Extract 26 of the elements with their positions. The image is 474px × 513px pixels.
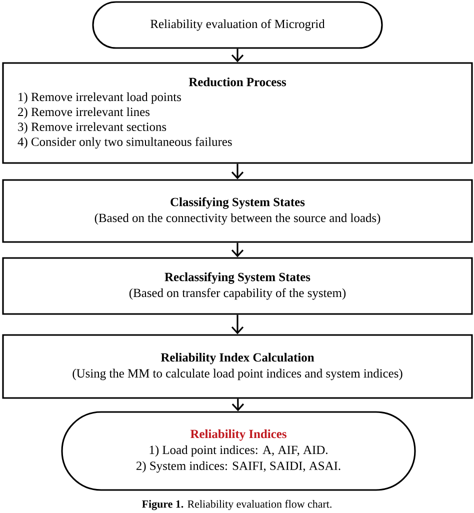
list-item: 2) Remove irrelevant lines	[18, 107, 150, 119]
start-label: Reliability evaluation of Microgrid	[150, 19, 325, 31]
figure-caption: Figure 1. Reliability evaluation flow chart.	[142, 500, 332, 510]
end-terminal	[61, 411, 416, 491]
box-description: (Based on transfer capability of the system)	[129, 288, 346, 300]
box-title: Reduction Process	[188, 77, 286, 86]
box-title: Reclassifying System States	[164, 272, 310, 284]
box-description: (Based on the connectivity between the source and loads)	[94, 213, 380, 225]
process-box	[2, 257, 473, 315]
process-box	[2, 179, 473, 243]
arrow	[231, 164, 244, 180]
list-item: 2) System indices: SAIFI, SAIDI, ASAI.	[136, 461, 340, 473]
arrow	[231, 242, 244, 258]
list-item: 3) Remove irrelevant sections	[18, 122, 166, 134]
arrow	[231, 314, 244, 334]
box-description: (Using the MM to calculate load point indices and system indices)	[72, 368, 402, 380]
arrow	[231, 48, 244, 62]
list-item: 1) Remove irrelevant load points	[18, 92, 181, 104]
box-title: Classifying System States	[170, 197, 305, 209]
list-item: 4) Consider only two simultaneous failures	[18, 137, 232, 149]
list-item: 1) Load point indices: A, AIF, AID.	[150, 445, 328, 457]
start-terminal	[92, 1, 383, 49]
process-box	[2, 62, 473, 164]
box-title: Reliability Indices	[190, 429, 286, 441]
process-box	[2, 334, 473, 399]
box-title: Reliability Index Calculation	[160, 352, 314, 364]
